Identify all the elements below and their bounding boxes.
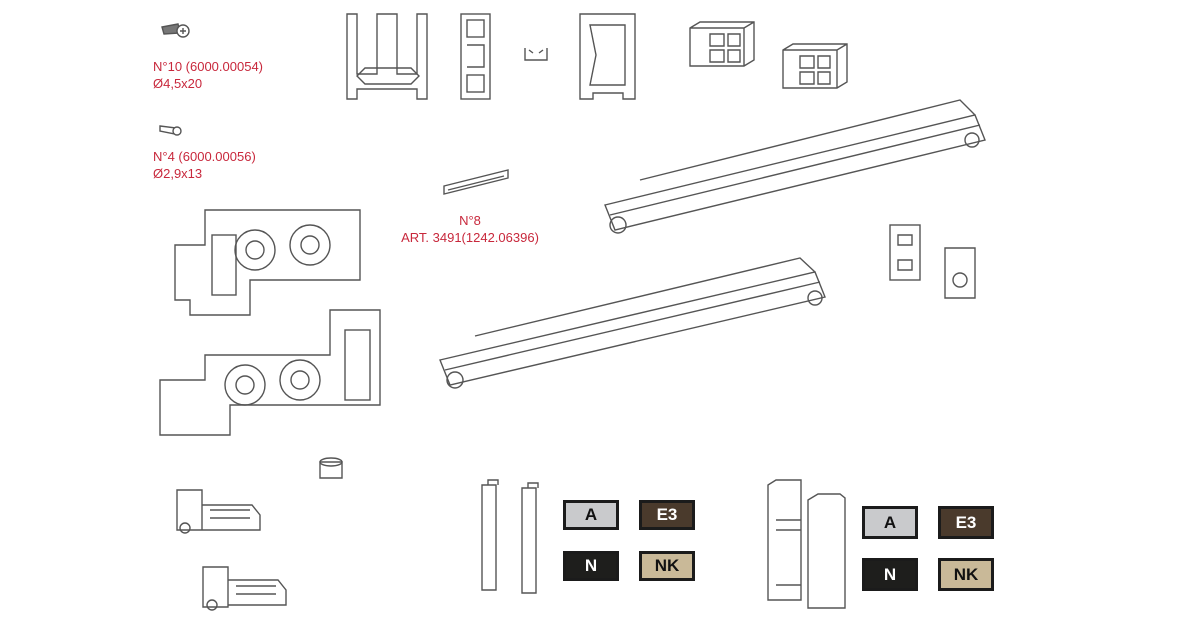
mounting-plate-1 <box>889 224 921 281</box>
end-stop-block-2 <box>782 43 848 89</box>
mounting-plate-2 <box>944 247 976 299</box>
swatch-left-a: A <box>563 500 619 530</box>
end-cap-right-profile <box>767 479 802 601</box>
soft-close-damper-upper <box>604 99 986 234</box>
roller-carriage-upper <box>174 209 361 316</box>
floor-guide-2 <box>202 566 287 611</box>
swatch-left-nk: NK <box>639 551 695 581</box>
track-profile-narrow <box>460 13 491 100</box>
screw-small-size: Ø2,9x13 <box>153 166 203 181</box>
end-cap-left-1 <box>481 479 499 591</box>
track-profile-alt <box>579 13 636 100</box>
clip-number: N°8 <box>459 213 481 228</box>
floor-guide-1 <box>176 489 261 534</box>
track-profile-main <box>346 13 428 100</box>
swatch-right-a: A <box>862 506 918 539</box>
clip-article: ART. 3491(1242.06396) <box>401 230 539 245</box>
screw-small-icon <box>159 125 182 136</box>
end-stop-block-1 <box>689 21 755 67</box>
swatch-right-e3: E3 <box>938 506 994 539</box>
clip-n8 <box>443 169 509 195</box>
soft-close-damper-lower <box>439 257 826 389</box>
screw-large-icon <box>161 23 190 38</box>
swatch-left-n: N <box>563 551 619 581</box>
end-cap-right-cover <box>807 493 846 609</box>
screw-small-code: N°4 (6000.00056) <box>153 149 256 164</box>
bushing <box>319 457 343 479</box>
roller-carriage-lower <box>159 309 381 436</box>
screw-large-size: Ø4,5x20 <box>153 76 203 91</box>
end-cap-left-2 <box>521 482 539 594</box>
profile-clip <box>524 48 548 61</box>
screw-large-code: N°10 (6000.00054) <box>153 59 263 74</box>
swatch-right-nk: NK <box>938 558 994 591</box>
swatch-right-n: N <box>862 558 918 591</box>
swatch-left-e3: E3 <box>639 500 695 530</box>
